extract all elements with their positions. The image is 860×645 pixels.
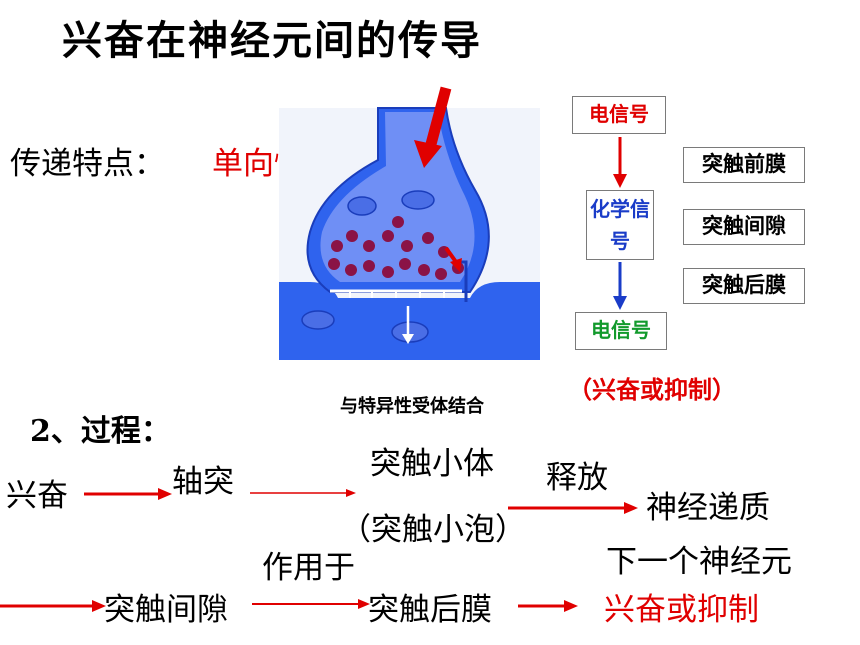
process-excite: 兴奋 <box>6 478 68 514</box>
vesicle <box>328 258 340 270</box>
vesicle <box>363 260 375 272</box>
receptor-channels <box>349 290 445 298</box>
impulse-arrow-head <box>414 140 442 168</box>
synaptic-vesicles <box>328 216 464 280</box>
process-next-neuron: 下一个神经元 <box>606 544 792 580</box>
membrane-presynaptic: 突触前膜 <box>683 147 805 183</box>
process-cleft: 突触间隙 <box>104 592 228 628</box>
vesicle <box>382 266 394 278</box>
mitochondrion <box>301 310 335 330</box>
vesicle <box>418 264 430 276</box>
membrane-cleft: 突触间隙 <box>683 209 805 245</box>
process-release: 释放 <box>546 460 608 496</box>
mitochondrion <box>347 196 377 216</box>
arrow-outcome-head <box>564 600 578 612</box>
signal-electric-bottom: 电信号 <box>575 312 667 350</box>
vesicle <box>392 216 404 228</box>
postsynaptic-membrane <box>279 282 540 360</box>
arrow-acts-on-head <box>358 599 370 609</box>
process-transmitter: 神经递质 <box>646 490 770 526</box>
signal-electric-top: 电信号 <box>572 96 666 134</box>
membrane-postsynaptic: 突触后膜 <box>683 268 805 304</box>
process-synaptic-vesicle: （突触小泡） <box>340 512 526 548</box>
feature-label: 传递特点： <box>10 146 165 182</box>
cleft-arrow-head <box>402 334 414 344</box>
process-synaptic-knob: 突触小体 <box>370 446 494 482</box>
mitochondrion <box>391 321 429 343</box>
arrow-to-cleft-head <box>92 600 106 612</box>
page-title: 兴奋在神经元间的传导 <box>62 18 482 64</box>
vesicle <box>435 268 447 280</box>
vesicle <box>422 232 434 244</box>
vesicle <box>382 230 394 242</box>
impulse-arrow <box>424 86 452 150</box>
process-postsynaptic: 突触后膜 <box>368 592 492 628</box>
process-acts-on: 作用于 <box>262 550 355 586</box>
synaptic-knob-inner <box>320 112 475 282</box>
process-heading: 2、过程： <box>30 414 171 449</box>
release-arrow <box>444 246 458 264</box>
arrow-excite-axon-head <box>158 488 172 500</box>
process-outcome: 兴奋或抑制 <box>604 592 759 628</box>
vesicle <box>331 240 343 252</box>
vesicle <box>363 240 375 252</box>
signal-chemical: 化学信号 <box>586 190 654 260</box>
arrow-release-head <box>624 502 638 514</box>
process-axon: 轴突 <box>172 464 234 500</box>
vesicle <box>401 240 413 252</box>
vesicle <box>346 230 358 242</box>
chain-arrow-2-head <box>613 296 627 310</box>
vesicle <box>399 258 411 270</box>
release-arrow-head <box>450 258 462 272</box>
arrow-axon-knob-head <box>346 489 356 497</box>
chain-arrow-1-head <box>613 174 627 188</box>
signal-result: （兴奋或抑制） <box>568 376 736 404</box>
mitochondrion <box>401 190 435 210</box>
receptor-note: 与特异性受体结合 <box>340 396 484 417</box>
vesicle <box>345 264 357 276</box>
